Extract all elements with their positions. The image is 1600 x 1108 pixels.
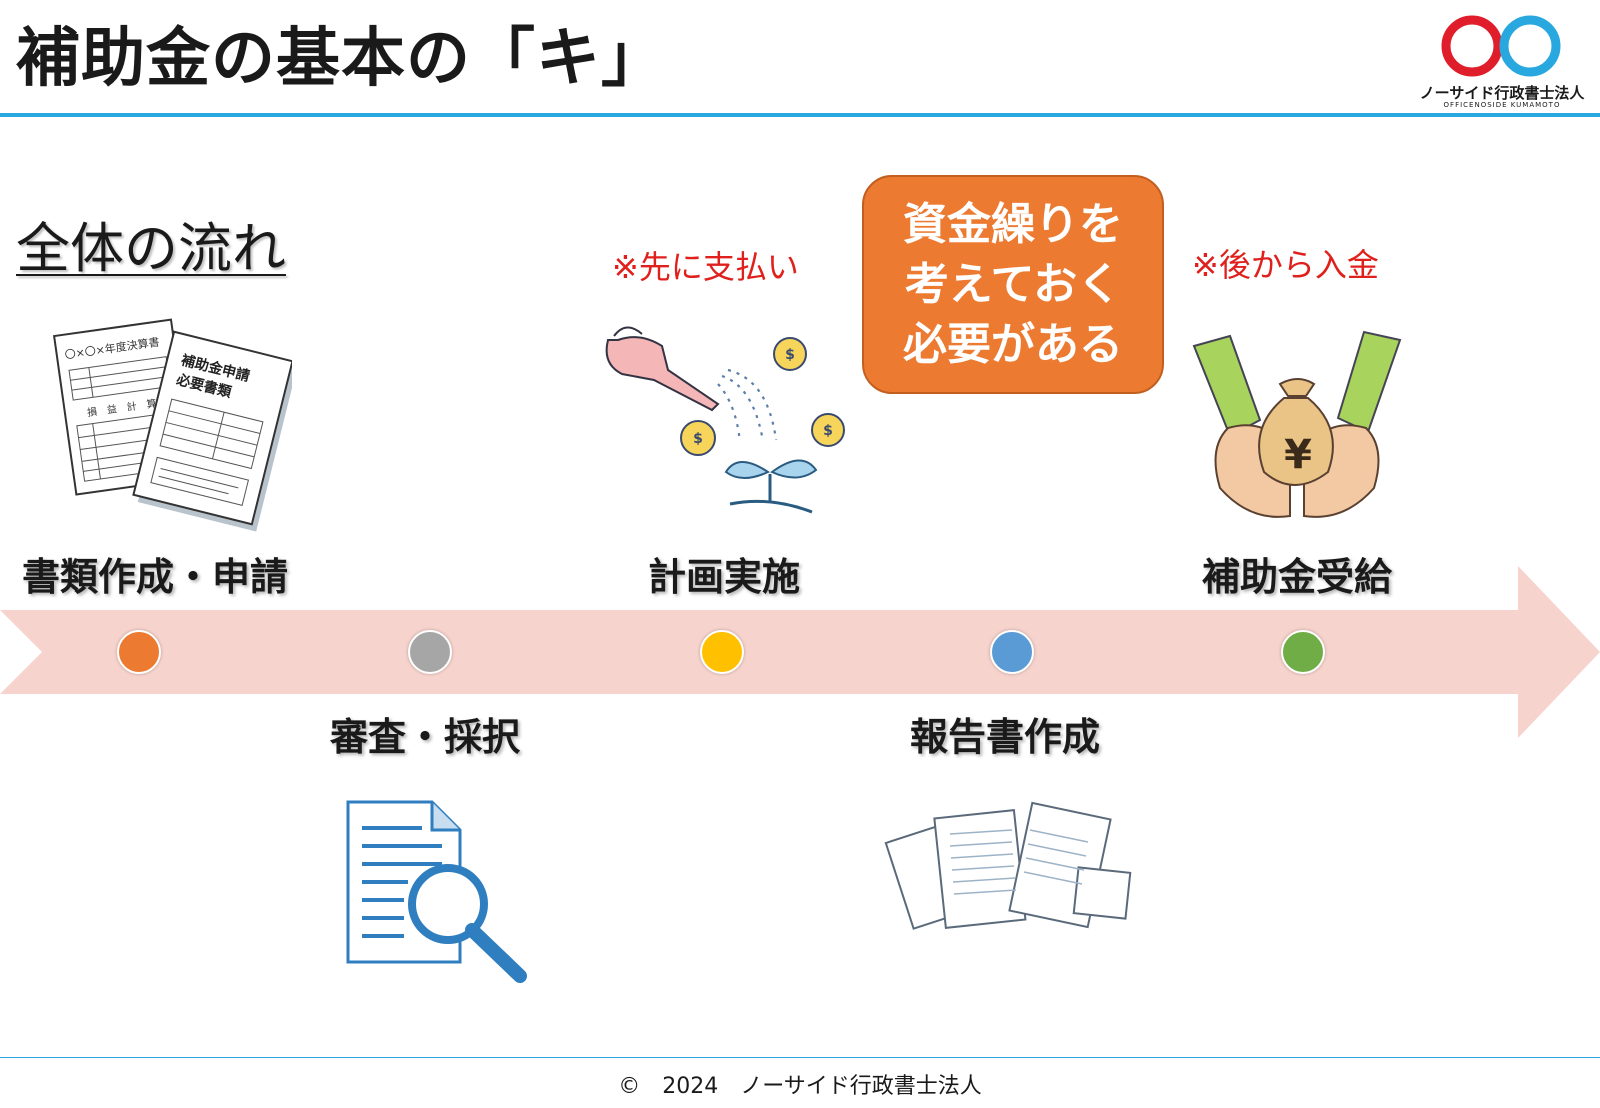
callout-line-1: 資金繰りを: [903, 198, 1123, 250]
callout-line-2: 考えておく: [904, 258, 1122, 310]
step-dot-2: [408, 630, 452, 674]
company-logo: ノーサイド行政書士法人 OFFICENOSIDE KUMAMOTO: [1414, 10, 1590, 110]
step-label-1: 書類作成・申請: [22, 555, 289, 599]
step-label-3: 計画実施: [648, 555, 801, 599]
step-label-2: 審査・採択: [330, 715, 521, 759]
footer-divider: [0, 1057, 1600, 1058]
hands-yen-bag-icon: ¥: [1192, 330, 1402, 518]
note-pay-first: ※先に支払い: [612, 248, 799, 286]
logo-rings-icon: [1441, 15, 1561, 77]
callout-line-3: 必要がある: [903, 318, 1123, 370]
page-title: 補助金の基本の「キ」: [16, 22, 666, 96]
section-subtitle: 全体の流れ: [16, 217, 286, 280]
note-receive-later: ※後から入金: [1192, 246, 1379, 284]
step-dot-4: [990, 630, 1034, 674]
svg-text:$: $: [785, 347, 795, 363]
timeline-arrow: [0, 566, 1600, 738]
step-dot-1: [117, 630, 161, 674]
cash-flow-callout: 資金繰りを 考えておく 必要がある: [862, 175, 1164, 394]
documents-icon: 〇×〇×年度決算書 損 益 計 算 補助金申請 必要書類: [52, 318, 292, 532]
svg-text:$: $: [693, 431, 703, 447]
logo-subtext: OFFICENOSIDE KUMAMOTO: [1443, 101, 1561, 109]
step-label-4: 報告書作成: [910, 715, 1101, 759]
svg-text:$: $: [823, 423, 833, 439]
document-magnifier-icon: [346, 800, 527, 983]
watering-coins-sprout-icon: $ $ $: [605, 326, 845, 514]
step-dot-5: [1281, 630, 1325, 674]
step-dot-3: [700, 630, 744, 674]
step-label-5: 補助金受給: [1202, 555, 1393, 599]
svg-text:¥: ¥: [1284, 432, 1312, 478]
logo-name: ノーサイド行政書士法人: [1419, 84, 1585, 102]
report-papers-icon: [884, 801, 1132, 930]
title-divider: [0, 113, 1600, 117]
footer-copyright: © 2024 ノーサイド行政書士法人: [618, 1074, 982, 1099]
